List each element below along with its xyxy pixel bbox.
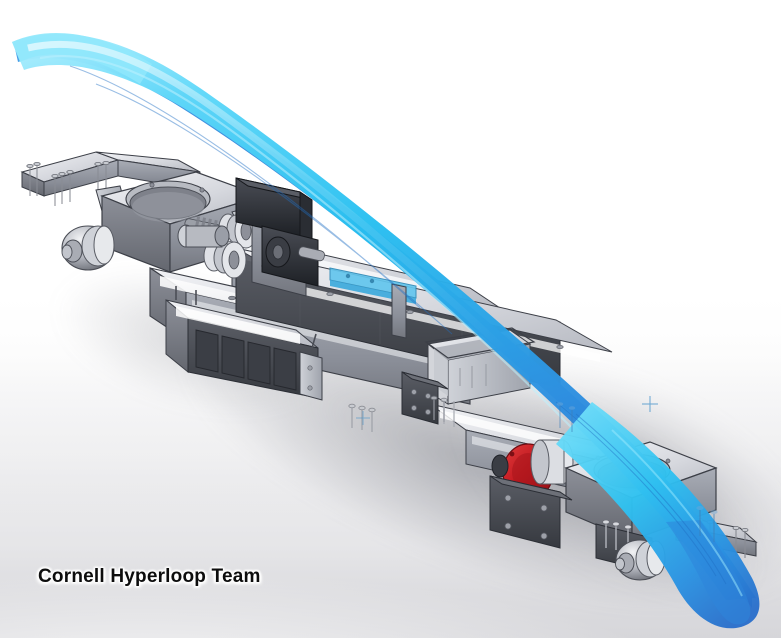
battery-tray [424,327,536,405]
stability-wheel-front-left [61,225,115,271]
motor-drive-stack [177,177,325,297]
caption-label: Cornell Hyperloop Team [38,566,261,587]
front-bearing-housing [100,171,277,273]
shell-edge-line [39,54,575,431]
origin-crosshair-secondary-icon [356,411,370,425]
shell-tail-highlight [611,429,743,597]
shell-tail-shade [666,520,751,625]
shell-gloss-highlight [27,40,583,427]
fastener-cluster-mid [348,403,376,432]
fastener-cluster-right [430,395,448,422]
shell-ghost-fasteners [556,402,718,542]
rear-bracket-plate [489,475,573,549]
shell-mount-bracket [329,267,417,339]
shell-seam-lines [69,65,727,585]
magnet-array-module [165,286,323,401]
origin-crosshair-icon [642,396,658,412]
